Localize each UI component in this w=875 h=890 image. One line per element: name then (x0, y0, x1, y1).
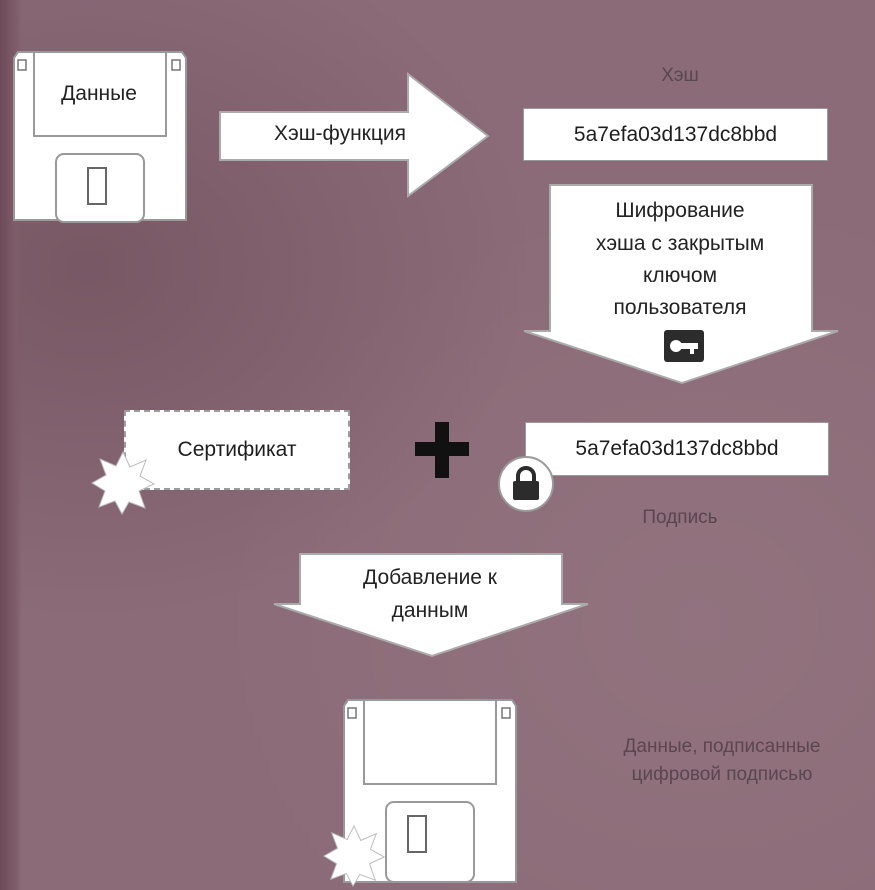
floppy-disk-icon (343, 699, 517, 883)
result-label-line-1: Данные, подписанные (623, 736, 821, 757)
encrypt-label-line-3: ключом (642, 264, 718, 287)
seal-icon (91, 450, 156, 516)
plus-icon (415, 422, 469, 478)
encrypt-label-line-2: хэша с закрытым (595, 232, 765, 255)
seal-icon (322, 824, 386, 888)
hash-value-box: 5a7efa03d137dc8bbd (523, 108, 828, 161)
encrypt-arrow (523, 184, 839, 385)
append-label-line-1: Добавление к (363, 566, 497, 589)
key-icon (664, 330, 704, 362)
certificate-box: Сертификат (124, 410, 350, 490)
lock-icon (498, 456, 554, 512)
result-label-line-2: цифровой подписью (631, 764, 813, 785)
hash-caption: Хэш (661, 65, 699, 86)
data-label: Данные (61, 82, 137, 105)
hash-function-label: Хэш-функция (273, 122, 407, 145)
hash-function-arrow (219, 71, 490, 198)
encrypt-label-line-1: Шифрование (615, 199, 745, 222)
floppy-disk-icon (13, 51, 187, 223)
encrypt-label-line-4: пользователя (613, 296, 747, 319)
signature-caption: Подпись (642, 507, 718, 528)
signature-value-box: 5a7efa03d137dc8bbd (525, 422, 829, 476)
append-label-line-2: данным (391, 599, 469, 622)
append-arrow (273, 553, 589, 658)
